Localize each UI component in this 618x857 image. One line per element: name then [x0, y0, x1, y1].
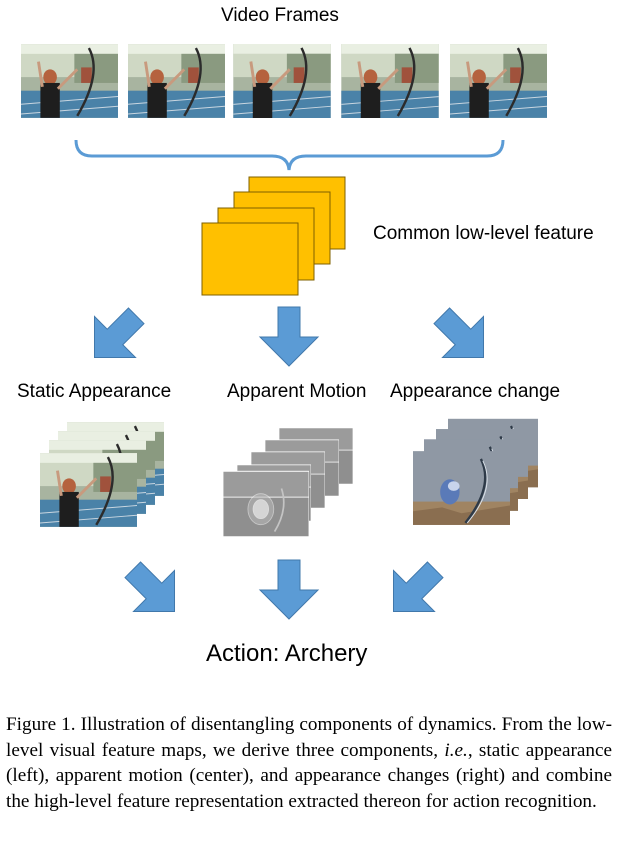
- video-frame-2: [128, 44, 225, 118]
- static-appearance-label: Static Appearance: [17, 381, 172, 402]
- diagram: [21, 44, 547, 620]
- video-frame-3: [233, 44, 331, 118]
- video-frames-label: Video Frames: [221, 5, 339, 26]
- apparent-motion-stack: [223, 426, 353, 538]
- arrow-from-change: [392, 561, 444, 613]
- arrow-to-change: [433, 307, 485, 359]
- arrow-from-static: [124, 561, 176, 613]
- grouping-bracket: [74, 139, 505, 171]
- arrow-to-motion: [258, 306, 320, 367]
- video-frame-1: [21, 44, 118, 118]
- figure-caption: Figure 1. Illustration of disentangling …: [6, 712, 612, 814]
- appearance-change-stack: [413, 418, 538, 527]
- common-feature-label: Common low-level feature: [373, 223, 594, 244]
- split-arrows: [93, 306, 485, 367]
- caption-suffix: , static appearance (left), apparent mot…: [6, 739, 612, 812]
- merge-arrows: [124, 559, 444, 620]
- caption-ie: i.e.: [444, 739, 468, 761]
- caption-prefix: Figure 1. Illustration of disentangling …: [6, 714, 612, 761]
- apparent-motion-label: Apparent Motion: [227, 381, 367, 402]
- action-label: Action: Archery: [206, 640, 368, 667]
- video-frame-5: [450, 44, 547, 118]
- feature-map-stack: [201, 176, 346, 296]
- video-frame-4: [341, 44, 439, 118]
- video-frames: [21, 44, 547, 118]
- arrow-to-static: [93, 307, 145, 359]
- appearance-change-label: Appearance change: [390, 381, 561, 402]
- static-appearance-stack: [40, 422, 164, 528]
- arrow-from-motion: [258, 559, 320, 620]
